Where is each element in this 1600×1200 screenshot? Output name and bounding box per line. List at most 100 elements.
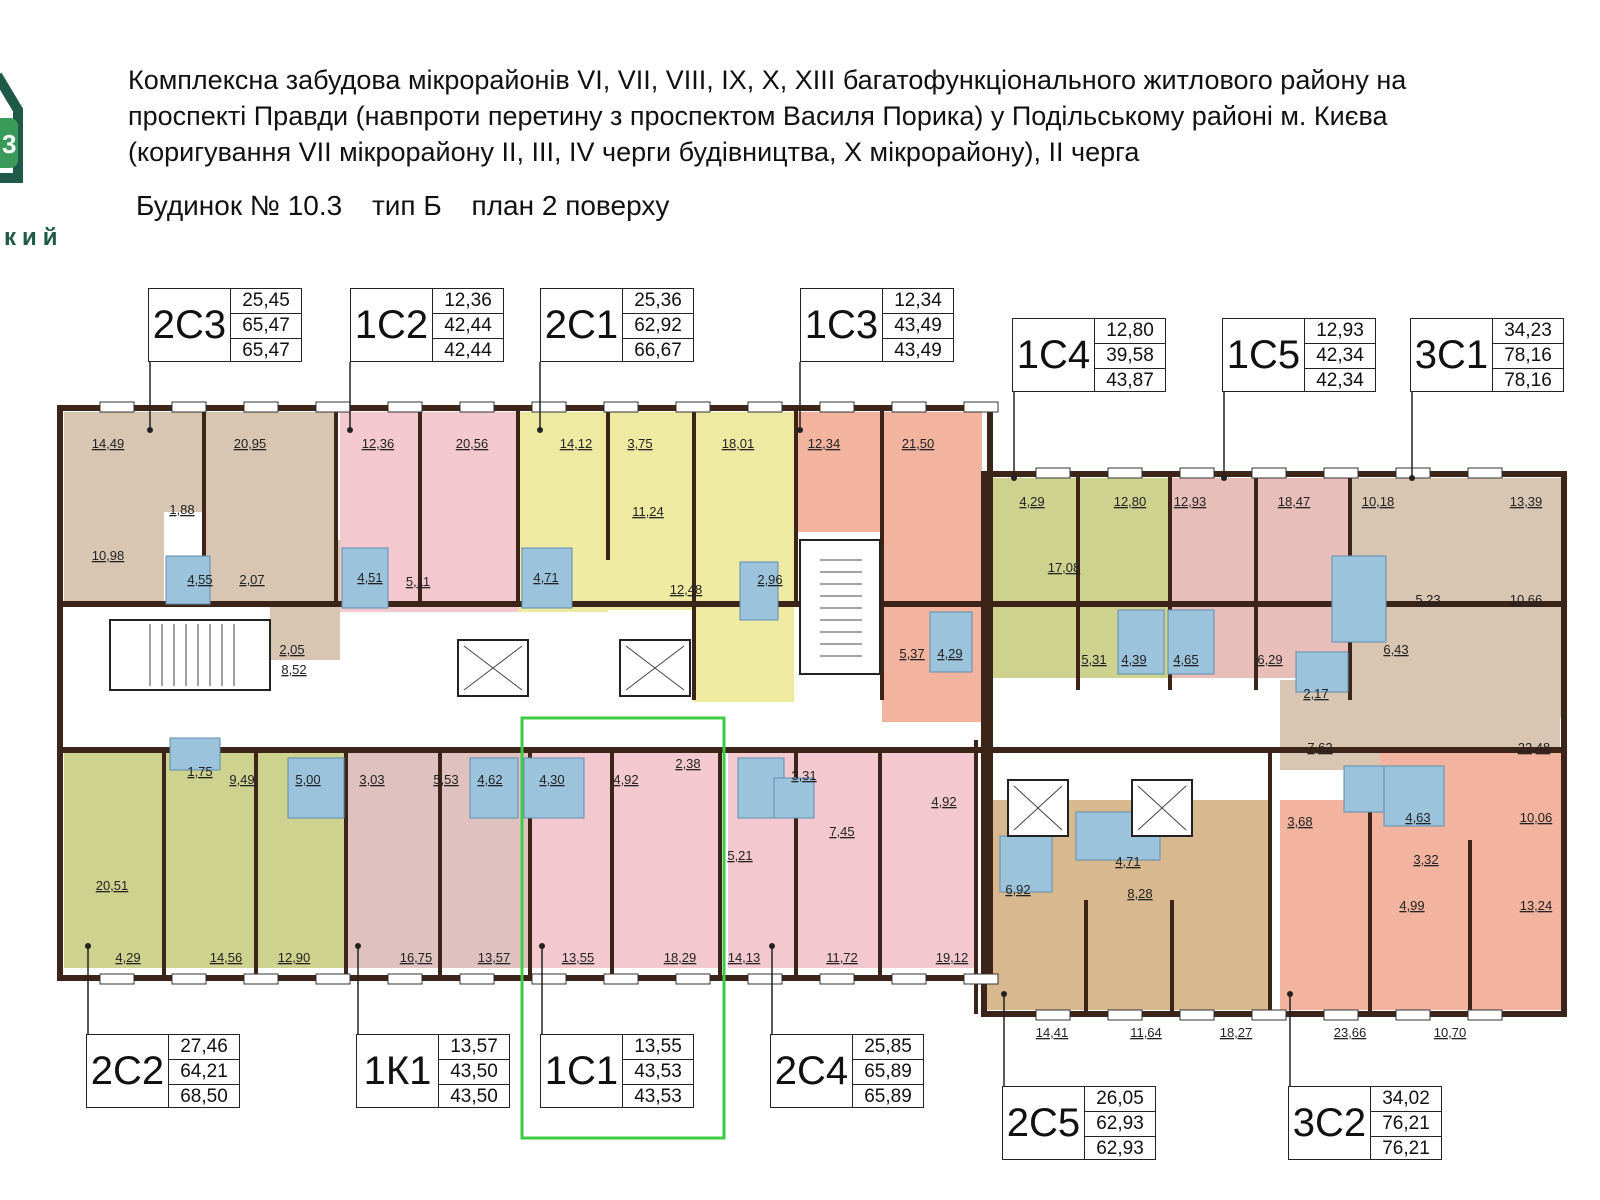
room-area-label: 4,55 xyxy=(187,572,212,587)
area-value: 62,93 xyxy=(1085,1112,1155,1137)
room-area-label: 3,31 xyxy=(791,768,816,783)
area-value: 65,47 xyxy=(231,314,301,339)
area-value: 65,89 xyxy=(864,1086,912,1107)
room-area-label: 16,75 xyxy=(400,950,433,965)
room-fill xyxy=(694,412,794,702)
leader-dot xyxy=(537,427,543,433)
room-area-label: 13,39 xyxy=(1510,494,1543,509)
bathroom-tile xyxy=(929,611,973,673)
room-area-label: 14,41 xyxy=(1036,1025,1069,1040)
room-area-label: 5,21 xyxy=(727,848,752,863)
window xyxy=(1107,1009,1143,1021)
room-area-label: 5,00 xyxy=(295,772,320,787)
room-area-label: 4,71 xyxy=(1115,854,1140,869)
bathroom-tile xyxy=(1343,765,1385,813)
apartment-code: 2С1 xyxy=(544,302,619,347)
window xyxy=(99,973,135,985)
window xyxy=(1251,467,1287,479)
leader-dot xyxy=(769,943,775,949)
area-value: 64,21 xyxy=(169,1060,239,1085)
window xyxy=(99,401,135,413)
window xyxy=(1251,1009,1287,1021)
window xyxy=(819,973,855,985)
window xyxy=(531,973,567,985)
room-area-label: 12,93 xyxy=(1174,494,1207,509)
area-value: 13,55 xyxy=(623,1035,693,1060)
area-value: 78,16 xyxy=(1493,344,1563,369)
window xyxy=(243,973,279,985)
area-value: 76,21 xyxy=(1382,1138,1430,1159)
room-area-label: 9,49 xyxy=(229,772,254,787)
room-area-label: 2,38 xyxy=(675,756,700,771)
window xyxy=(1323,467,1359,479)
window xyxy=(1035,467,1071,479)
area-value: 43,53 xyxy=(623,1060,693,1085)
room-fill xyxy=(64,748,164,968)
area-value: 39,58 xyxy=(1095,344,1165,369)
room-area-label: 14,13 xyxy=(728,950,761,965)
window xyxy=(531,401,567,413)
window xyxy=(1467,1009,1503,1021)
room-area-label: 10,18 xyxy=(1362,494,1395,509)
room-area-label: 3,32 xyxy=(1413,852,1438,867)
area-value: 34,02 xyxy=(1371,1087,1441,1112)
window xyxy=(1179,467,1215,479)
room-area-label: 4,92 xyxy=(613,772,638,787)
bathroom-tile xyxy=(773,777,815,819)
room-area-label: 23,66 xyxy=(1334,1025,1367,1040)
area-value: 25,36 xyxy=(623,289,693,314)
window xyxy=(243,401,279,413)
window xyxy=(387,401,423,413)
room-fill xyxy=(798,412,882,532)
area-value: 26,05 xyxy=(1085,1087,1155,1112)
building-type: тип Б xyxy=(371,190,442,221)
bathroom-tile xyxy=(1383,765,1445,827)
area-value: 43,49 xyxy=(894,340,942,361)
room-fill xyxy=(348,748,448,968)
leader-dot xyxy=(1001,991,1007,997)
elevator-cross xyxy=(625,645,685,691)
room-area-label: 4,39 xyxy=(1121,652,1146,667)
window xyxy=(315,973,351,985)
window xyxy=(963,973,999,985)
room-fill xyxy=(990,478,1078,678)
room-area-label: 5,31 xyxy=(1081,652,1106,667)
area-value: 27,46 xyxy=(169,1035,239,1060)
room-area-label: 12,48 xyxy=(670,582,703,597)
window xyxy=(171,401,207,413)
window xyxy=(603,401,639,413)
room-area-label: 3,03 xyxy=(359,772,384,787)
room-area-label: 1,75 xyxy=(187,764,212,779)
bathroom-tile xyxy=(341,547,389,609)
room-area-label: 4,99 xyxy=(1399,898,1424,913)
room-area-label: 2,17 xyxy=(1303,686,1328,701)
title-line-2: проспекті Правди (навпроти перетину з пр… xyxy=(128,101,1388,131)
staircase xyxy=(109,619,271,691)
room-area-label: 2,07 xyxy=(239,572,264,587)
room-area-label: 6,92 xyxy=(1005,882,1030,897)
window xyxy=(891,973,927,985)
room-area-label: 5,23 xyxy=(1415,592,1440,607)
area-value: 42,44 xyxy=(444,340,492,361)
window xyxy=(675,401,711,413)
bathroom-tile xyxy=(1167,609,1215,675)
leader-dot xyxy=(355,943,361,949)
window xyxy=(747,973,783,985)
room-area-label: 6,43 xyxy=(1383,642,1408,657)
room-area-label: 11,72 xyxy=(826,950,858,965)
room-area-label: 6,29 xyxy=(1257,652,1282,667)
elevator-cross xyxy=(1137,785,1187,831)
room-area-label: 13,55 xyxy=(562,950,595,965)
apartment-code: 3С2 xyxy=(1292,1100,1367,1145)
floor-plan: план 2 поверху xyxy=(471,190,670,221)
room-area-label: 5,53 xyxy=(433,772,458,787)
room-area-label: 19,12 xyxy=(936,950,969,965)
